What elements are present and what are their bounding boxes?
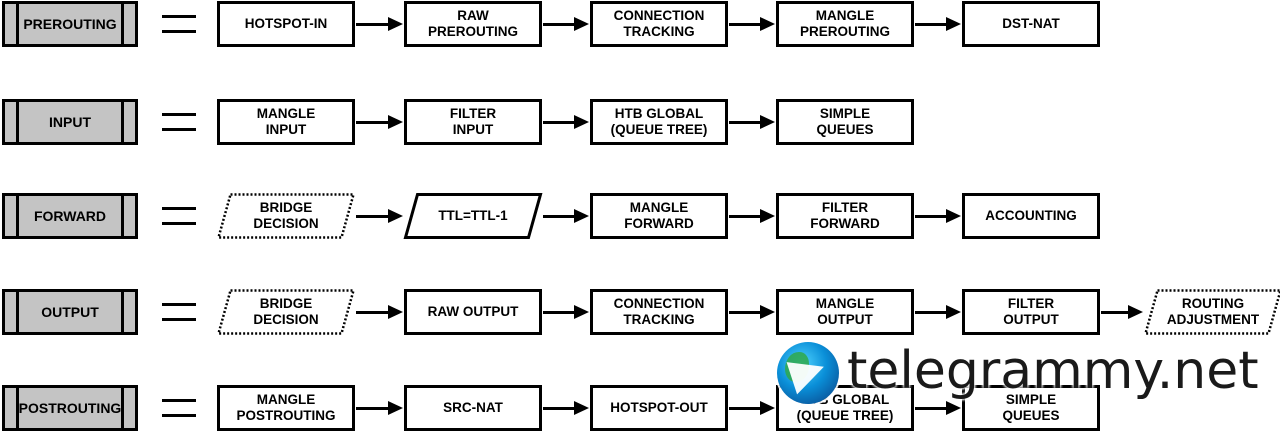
- step-ttl-ttl-1: TTL=TTL-1: [403, 193, 543, 239]
- step-accounting: ACCOUNTING: [962, 193, 1100, 239]
- step-label: FILTER INPUT: [449, 106, 497, 137]
- step-label: HOTSPOT-IN: [244, 16, 328, 31]
- equals-sign: [162, 397, 196, 419]
- flow-arrow: [356, 305, 403, 319]
- flow-arrow: [915, 209, 961, 223]
- step-label: RAW PREROUTING: [427, 8, 518, 39]
- step-label: TTL=TTL-1: [438, 208, 508, 223]
- step-label: BRIDGE DECISION: [253, 296, 319, 327]
- chain-label: PREROUTING: [23, 16, 117, 32]
- flow-arrow: [729, 209, 775, 223]
- dotted-parallelogram-shape: [216, 289, 356, 335]
- step-label: FILTER OUTPUT: [1003, 296, 1059, 327]
- flow-arrow: [915, 17, 961, 31]
- step-bridge-decision: BRIDGE DECISION: [216, 193, 356, 239]
- watermark-text: telegrammy.net: [847, 341, 1259, 401]
- chain-input: INPUT: [2, 99, 138, 145]
- equals-sign: [162, 205, 196, 227]
- chain-label: POSTROUTING: [18, 400, 122, 416]
- step-connection-tracking: CONNECTION TRACKING: [590, 1, 728, 47]
- step-label: MANGLE PREROUTING: [799, 8, 890, 39]
- step-label: HOTSPOT-OUT: [610, 400, 708, 415]
- step-label: ACCOUNTING: [985, 208, 1077, 223]
- chain-output: OUTPUT: [2, 289, 138, 335]
- step-label: MANGLE POSTROUTING: [236, 392, 336, 423]
- step-src-nat: SRC-NAT: [404, 385, 542, 431]
- step-simple-queues: SIMPLE QUEUES: [962, 385, 1100, 431]
- step-label: MANGLE INPUT: [256, 106, 316, 137]
- step-label: HTB GLOBAL (QUEUE TREE): [610, 106, 708, 137]
- step-label: SIMPLE QUEUES: [1002, 392, 1060, 423]
- flow-arrow: [915, 401, 961, 415]
- flow-arrow: [356, 401, 403, 415]
- step-hotspot-in: HOTSPOT-IN: [217, 1, 355, 47]
- equals-sign: [162, 13, 196, 35]
- step-label: BRIDGE DECISION: [253, 200, 319, 231]
- step-routing-adjustment: ROUTING ADJUSTMENT: [1143, 289, 1280, 335]
- step-label: FILTER FORWARD: [810, 200, 880, 231]
- step-label: CONNECTION TRACKING: [613, 296, 705, 327]
- watermark: telegrammy.net: [773, 336, 1273, 416]
- step-filter-input: FILTER INPUT: [404, 99, 542, 145]
- chain-label: INPUT: [49, 114, 91, 130]
- chain-label: OUTPUT: [41, 304, 99, 320]
- dotted-parallelogram-shape: [216, 193, 356, 239]
- flow-arrow: [543, 17, 589, 31]
- flow-arrow: [356, 17, 403, 31]
- step-raw-prerouting: RAW PREROUTING: [404, 1, 542, 47]
- flow-arrow: [356, 209, 403, 223]
- step-label: MANGLE FORWARD: [624, 200, 694, 231]
- parallelogram-shape: [403, 193, 543, 239]
- step-simple-queues: SIMPLE QUEUES: [776, 99, 914, 145]
- flow-arrow: [543, 401, 589, 415]
- step-mangle-postrouting: MANGLE POSTROUTING: [217, 385, 355, 431]
- equals-sign: [162, 301, 196, 323]
- chain-postrouting: POSTROUTING: [2, 385, 138, 431]
- flow-arrow: [915, 305, 961, 319]
- step-mangle-output: MANGLE OUTPUT: [776, 289, 914, 335]
- step-label: SRC-NAT: [443, 400, 503, 415]
- step-mangle-prerouting: MANGLE PREROUTING: [776, 1, 914, 47]
- step-label: MANGLE OUTPUT: [815, 296, 875, 327]
- step-mangle-forward: MANGLE FORWARD: [590, 193, 728, 239]
- flow-arrow: [729, 401, 775, 415]
- flow-arrow: [543, 115, 589, 129]
- step-label: ROUTING ADJUSTMENT: [1166, 296, 1260, 327]
- step-connection-tracking: CONNECTION TRACKING: [590, 289, 728, 335]
- flow-arrow: [729, 17, 775, 31]
- flow-arrow: [729, 115, 775, 129]
- dotted-parallelogram-shape: [1143, 289, 1280, 335]
- equals-sign: [162, 111, 196, 133]
- flow-arrow: [543, 305, 589, 319]
- telegram-globe-icon: [777, 342, 839, 404]
- chain-forward: FORWARD: [2, 193, 138, 239]
- step-filter-forward: FILTER FORWARD: [776, 193, 914, 239]
- chain-prerouting: PREROUTING: [2, 1, 138, 47]
- step-label: DST-NAT: [1002, 16, 1060, 31]
- chain-label: FORWARD: [33, 208, 107, 224]
- step-htb-global-queue-tree: HTB GLOBAL (QUEUE TREE): [590, 99, 728, 145]
- step-bridge-decision: BRIDGE DECISION: [216, 289, 356, 335]
- step-label: SIMPLE QUEUES: [816, 106, 874, 137]
- step-label: RAW OUTPUT: [427, 304, 519, 319]
- step-hotspot-out: HOTSPOT-OUT: [590, 385, 728, 431]
- flow-arrow: [543, 209, 589, 223]
- step-filter-output: FILTER OUTPUT: [962, 289, 1100, 335]
- flow-arrow: [1101, 305, 1143, 319]
- step-dst-nat: DST-NAT: [962, 1, 1100, 47]
- flow-arrow: [356, 115, 403, 129]
- step-mangle-input: MANGLE INPUT: [217, 99, 355, 145]
- step-raw-output: RAW OUTPUT: [404, 289, 542, 335]
- flow-arrow: [729, 305, 775, 319]
- step-label: CONNECTION TRACKING: [613, 8, 705, 39]
